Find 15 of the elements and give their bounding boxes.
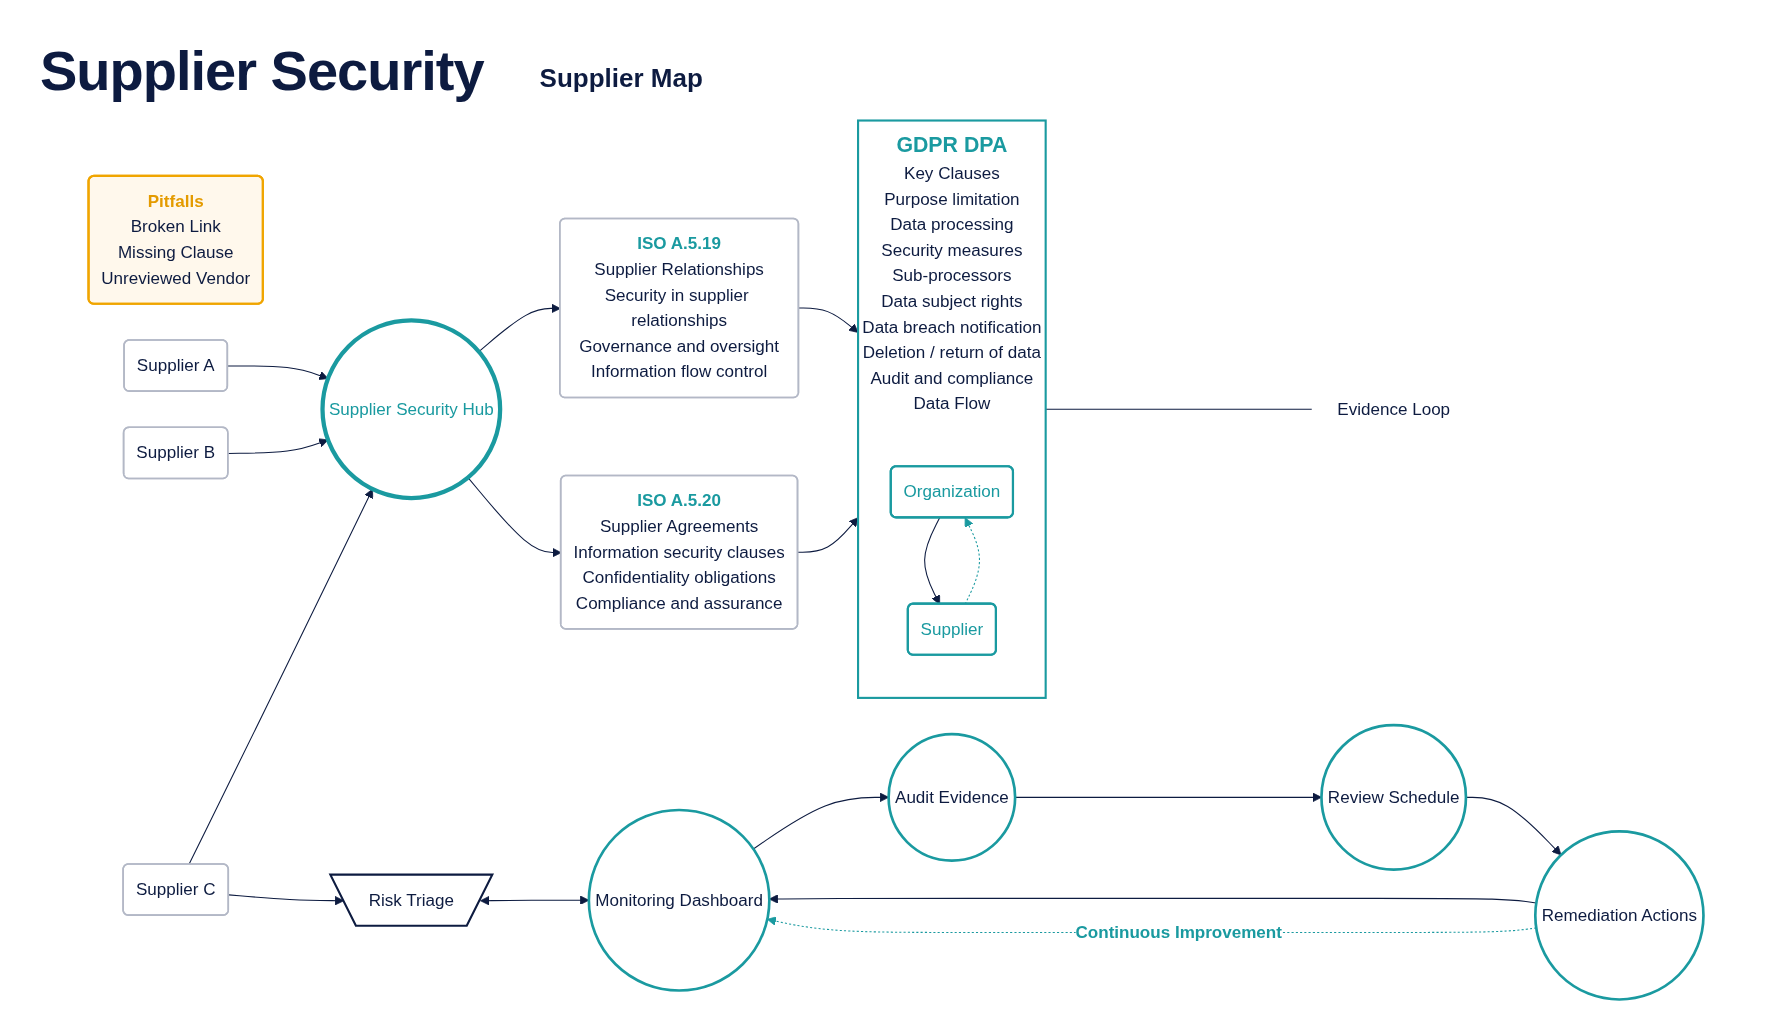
title: Supplier Security xyxy=(40,40,484,102)
edge-label: Continuous Improvement xyxy=(1075,922,1282,941)
section-heading: Supplier Map xyxy=(539,63,703,94)
arrow xyxy=(188,488,374,866)
arrow xyxy=(768,894,1537,904)
node-circle: Review Schedule xyxy=(1320,723,1468,871)
node-circle: Remediation Actions xyxy=(1534,830,1705,1001)
connector xyxy=(1045,408,1313,410)
node-circle: Audit Evidence xyxy=(887,732,1017,862)
node-circle: Supplier Security Hub xyxy=(320,318,503,501)
node-text: Evidence Loop xyxy=(1337,399,1451,418)
arrow xyxy=(1465,796,1562,856)
node-circle: Monitoring Dashboard xyxy=(587,808,771,992)
arrow xyxy=(227,438,329,454)
arrow xyxy=(480,895,590,906)
